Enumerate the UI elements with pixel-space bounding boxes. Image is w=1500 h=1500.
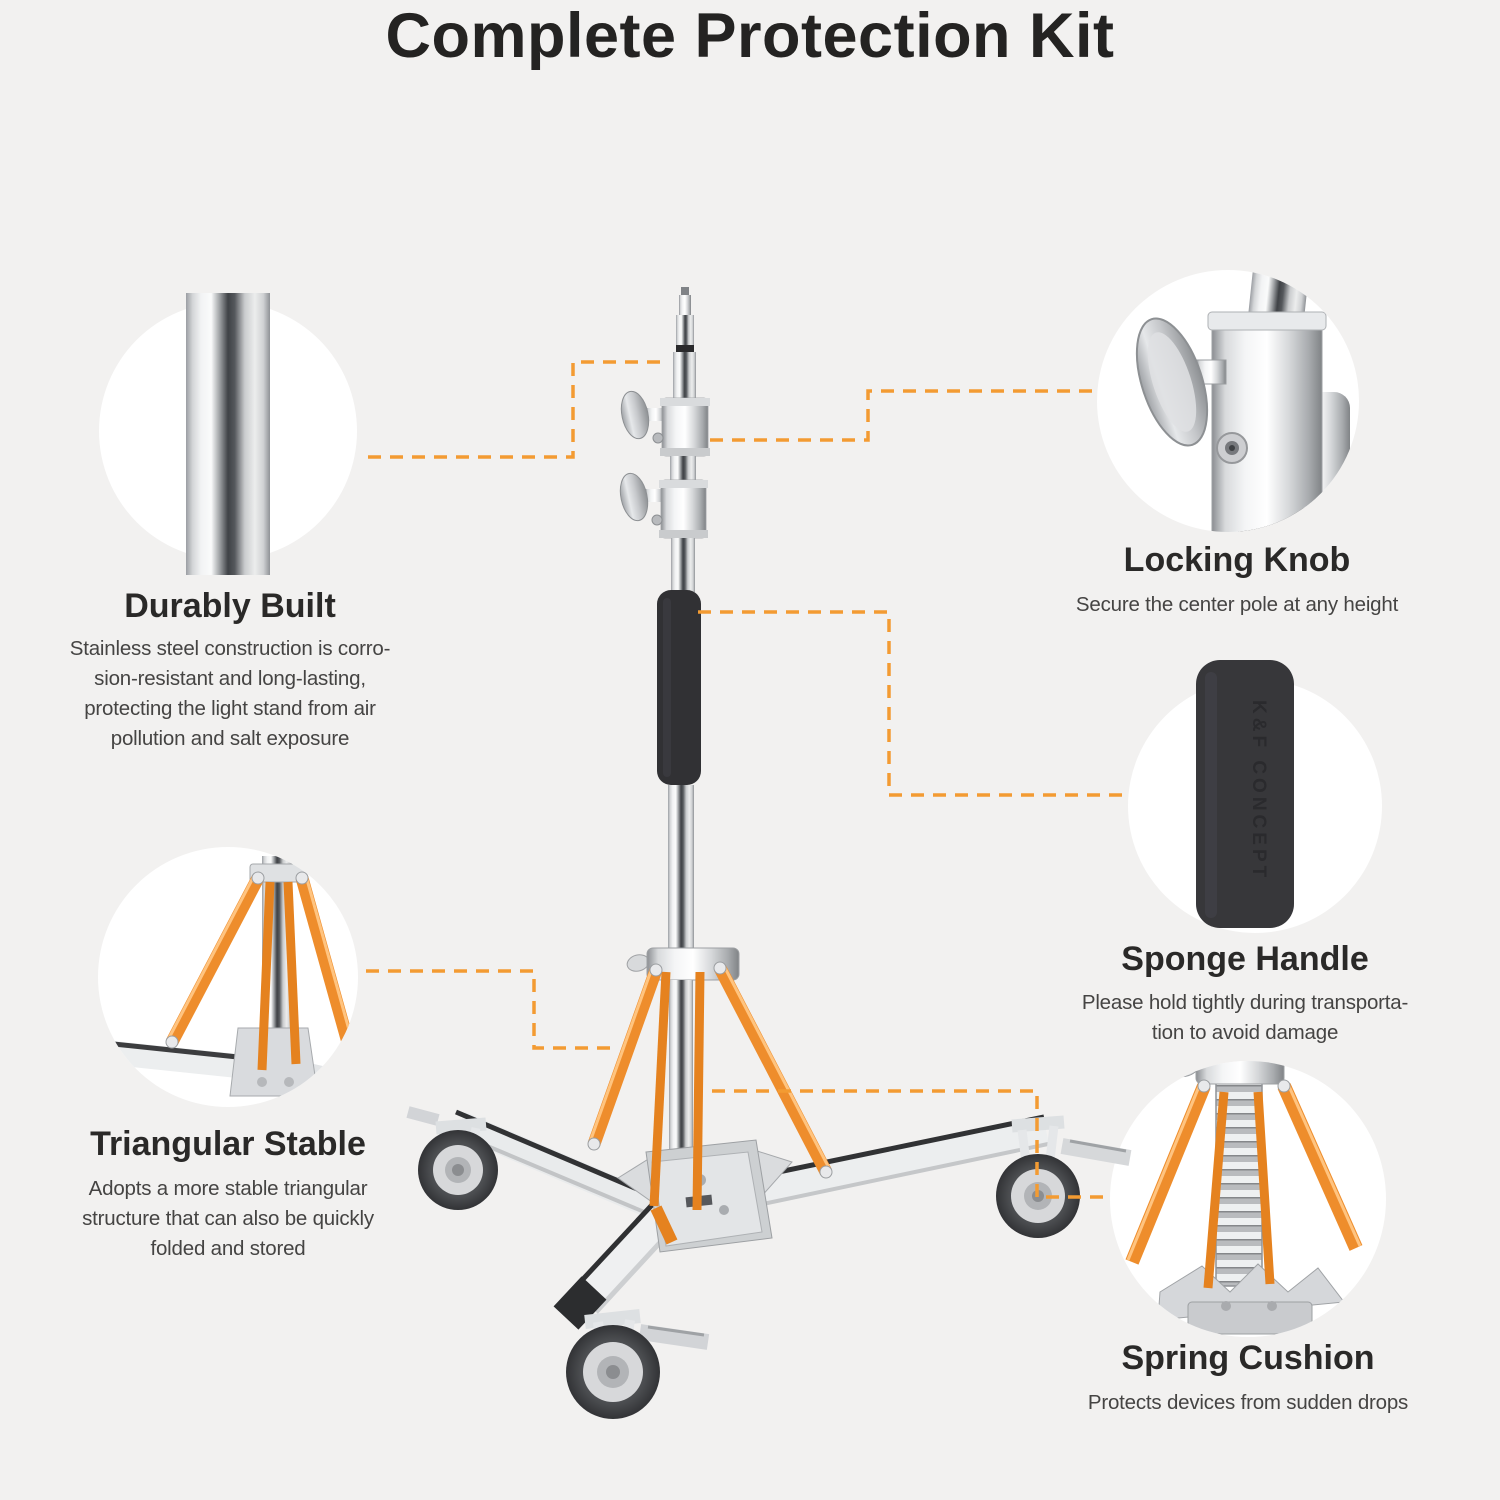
feature-body-durably-built: Stainless steel construction is corro- s…	[69, 637, 391, 750]
caster-wheel-front	[553, 1276, 710, 1419]
feature-heading-triangular-stable: Triangular Stable	[90, 1125, 366, 1163]
sponge-brand-text: K&F CONCEPT	[1248, 700, 1269, 881]
feature-heading-durably-built: Durably Built	[124, 587, 336, 625]
callout-circle-durably-built	[99, 293, 357, 575]
steel-pole-closeup	[186, 293, 270, 575]
page-title: Complete Protection Kit	[385, 1, 1115, 71]
feature-heading-spring-cushion: Spring Cushion	[1121, 1339, 1375, 1377]
feature-body-triangular-stable: Adopts a more stable triangular structur…	[82, 1177, 374, 1260]
sponge-handle-closeup: K&F CONCEPT	[1196, 660, 1294, 928]
callout-circle-triangular-stable	[98, 847, 358, 1107]
callout-circle-spring-cushion	[1110, 1061, 1386, 1337]
feature-body-spring-cushion: Protects devices from sudden drops	[1087, 1391, 1409, 1414]
connector-spring-cushion	[712, 1089, 1106, 1199]
connector-durably-built	[368, 360, 666, 459]
feature-heading-locking-knob: Locking Knob	[1123, 541, 1351, 579]
feature-heading-sponge-handle: Sponge Handle	[1121, 940, 1369, 978]
feature-body-sponge-handle: Please hold tightly during transporta- t…	[1081, 991, 1409, 1044]
callout-circle-locking-knob	[1097, 270, 1359, 532]
caster-wheel-left	[406, 1106, 498, 1210]
callout-circle-sponge-handle: K&F CONCEPT	[1128, 660, 1382, 933]
connector-triangular-stable	[366, 969, 612, 1050]
light-stand-product	[406, 287, 1132, 1419]
connector-sponge-handle	[698, 610, 1128, 797]
feature-body-locking-knob: Secure the center pole at any height	[1075, 593, 1399, 616]
connector-locking-knob	[710, 389, 1096, 442]
